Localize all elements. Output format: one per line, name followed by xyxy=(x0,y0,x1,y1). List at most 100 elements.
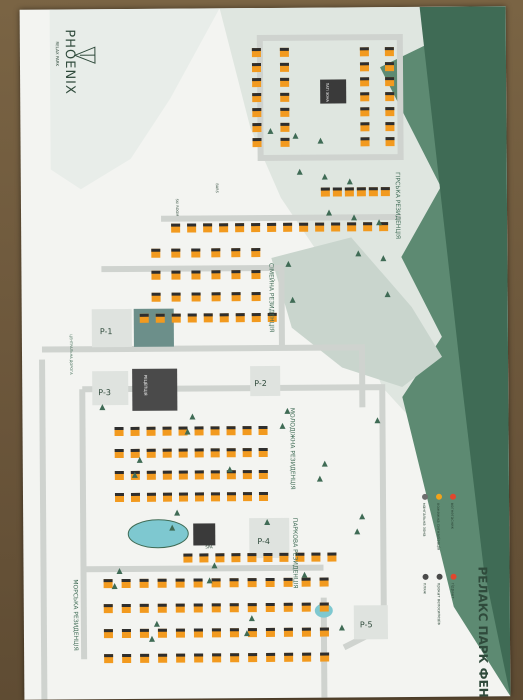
party-zone-label: ПАТІ ЗОНА xyxy=(325,83,329,103)
mountain-green-far xyxy=(419,6,511,697)
cottage-icon xyxy=(226,426,236,436)
phoenix-logo-icon xyxy=(73,46,96,64)
cottage-icon xyxy=(251,313,261,323)
cottage-icon xyxy=(104,654,114,664)
cottage-icon xyxy=(265,602,275,613)
cottage-icon xyxy=(252,138,262,148)
outdoor-pool xyxy=(127,519,189,549)
cottage-icon xyxy=(157,603,167,613)
houses-youth xyxy=(114,425,269,503)
cottage-icon xyxy=(280,122,290,132)
cottage-icon xyxy=(242,470,252,480)
cottage-icon xyxy=(157,578,167,588)
cottage-icon xyxy=(162,448,172,458)
cottage-icon xyxy=(242,492,253,502)
cottage-icon xyxy=(242,426,252,436)
central-road-label: ЦЕНТРАЛЬНА ДОРОГА xyxy=(69,334,73,375)
cottage-icon xyxy=(279,47,289,57)
cottage-icon xyxy=(146,426,156,436)
cottage-icon xyxy=(171,223,181,233)
cottage-icon xyxy=(384,62,395,72)
cottage-icon xyxy=(301,577,311,587)
cottage-icon xyxy=(280,137,290,147)
cottage-icon xyxy=(194,470,204,480)
cottage-icon xyxy=(210,470,220,480)
cottage-icon xyxy=(332,187,342,197)
cottage-icon xyxy=(183,553,193,563)
cottage-icon xyxy=(139,313,149,323)
cottage-icon xyxy=(176,653,186,663)
cottage-icon xyxy=(247,603,257,613)
cottage-icon xyxy=(280,77,290,87)
cottage-icon xyxy=(146,492,157,502)
zone-park-label: ПАРКОВА РЕЗИДЕНЦІЯ xyxy=(291,518,298,589)
cottage-icon xyxy=(175,628,185,638)
cottage-icon xyxy=(212,653,222,663)
roads xyxy=(39,34,404,700)
cottage-icon xyxy=(211,292,221,302)
tree-icon xyxy=(338,624,345,631)
parking-p3-label: P-3 xyxy=(98,388,111,397)
map-title: РЕЛАКС ПАРК ФЕНІКС xyxy=(475,566,490,699)
legend-label: гідрант xyxy=(451,583,456,600)
tree-icon xyxy=(148,635,156,642)
cottage-icon xyxy=(231,270,241,280)
legend-label: прокат велосипедів xyxy=(437,583,442,626)
cottage-icon xyxy=(385,77,395,87)
cottage-icon xyxy=(283,577,293,587)
cottage-icon xyxy=(251,63,262,73)
brand-name: PHOENIX xyxy=(62,29,77,95)
cottage-icon xyxy=(283,627,293,637)
mountain-pale-left xyxy=(49,8,220,190)
cottage-icon xyxy=(231,292,241,302)
cottage-icon xyxy=(211,578,221,588)
cottage-icon xyxy=(385,122,395,132)
cottage-icon xyxy=(302,652,312,662)
cottage-icon xyxy=(320,652,330,662)
resort-map: РЕЛАКС ПАРК ФЕНІКС PHOENIX RELAX PARK ГІ… xyxy=(39,6,511,700)
zone-sea-label: МОРСЬКА РЕЗИДЕНЦІЯ xyxy=(72,579,79,650)
cottage-icon xyxy=(258,469,268,480)
cottage-icon xyxy=(103,604,113,614)
cottage-icon xyxy=(347,222,357,232)
warning-icon xyxy=(436,493,443,500)
parking-p1-label: P-1 xyxy=(100,327,113,336)
cottage-icon xyxy=(251,270,261,280)
cottage-icon xyxy=(359,47,369,57)
cottage-icon xyxy=(284,652,294,662)
cottage-icon xyxy=(194,448,204,458)
cottage-icon xyxy=(251,223,261,233)
cottage-icon xyxy=(231,553,241,563)
cottage-icon xyxy=(279,552,289,562)
cottage-icon xyxy=(319,602,329,612)
cottage-icon xyxy=(356,187,366,197)
cottage-icon xyxy=(210,448,220,458)
cottage-icon xyxy=(122,653,132,664)
cottage-icon xyxy=(360,137,370,147)
legend-label: пожежна сигналізація xyxy=(436,503,441,551)
cottage-icon xyxy=(385,107,395,117)
cottage-icon xyxy=(344,187,354,197)
cottage-icon xyxy=(162,426,172,436)
cottage-icon xyxy=(385,92,395,102)
tree-icon xyxy=(301,571,308,578)
cottage-icon xyxy=(231,248,241,258)
cottage-icon xyxy=(258,491,269,502)
cottage-icon xyxy=(162,492,173,502)
tree-icon xyxy=(316,475,323,482)
tree-icon xyxy=(279,422,286,429)
cottage-icon xyxy=(311,552,321,562)
legend-label: вогнегасник xyxy=(450,503,455,530)
cottage-icon xyxy=(226,448,236,458)
tree-icon xyxy=(153,620,160,627)
cottage-icon xyxy=(360,122,370,132)
cottage-icon xyxy=(199,553,209,563)
cottage-icon xyxy=(157,628,167,638)
cottage-icon xyxy=(175,603,185,613)
cottage-icon xyxy=(252,93,262,103)
cottage-icon xyxy=(175,578,185,588)
cottage-icon xyxy=(193,578,203,588)
cottage-icon xyxy=(363,222,373,232)
cottage-icon xyxy=(229,578,239,588)
